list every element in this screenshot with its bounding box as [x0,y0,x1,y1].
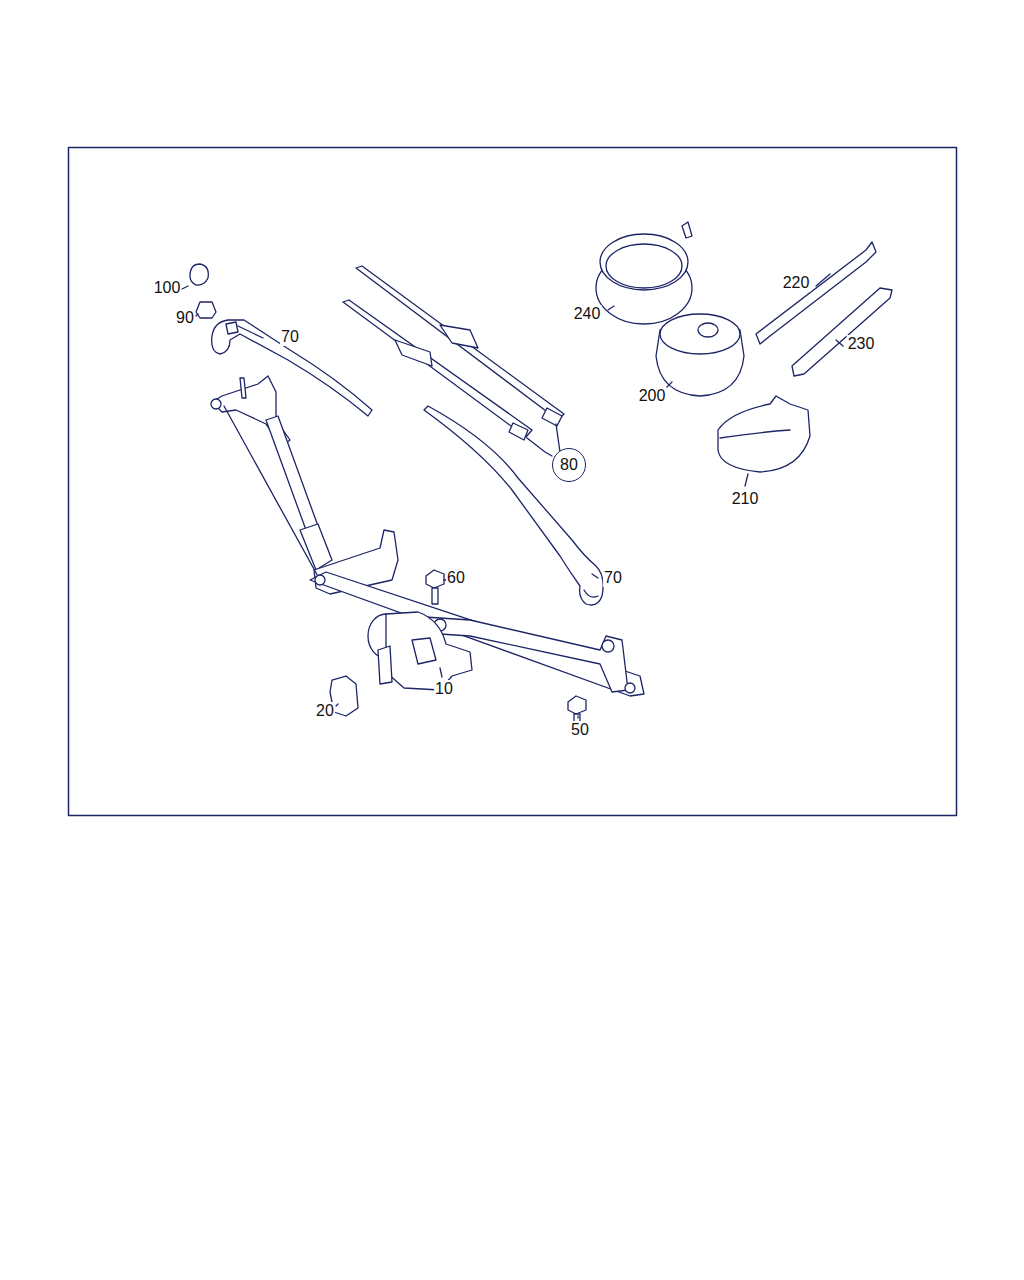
callout-number: 10 [434,680,454,698]
callout-number: 50 [570,721,590,739]
callout-number: 220 [782,274,811,292]
wiper-arm [424,406,603,605]
callout-number: 90 [175,309,195,327]
leader-line [180,274,843,718]
callout-circle: 80 [552,448,586,482]
callout-number: 230 [847,335,876,353]
callout-number: 60 [446,569,466,587]
bolt [426,570,444,604]
trim-strip [756,242,892,376]
callout-number: 240 [573,305,602,323]
sensor-ring [596,222,692,324]
cap [190,264,208,285]
sensor-cover [718,396,810,472]
sensor-housing [656,314,744,396]
callout-number: 70 [280,328,300,346]
callout-number: 210 [731,490,760,508]
bolt [568,696,586,722]
callout-number: 80 [560,456,578,474]
callout-number: 70 [603,569,623,587]
nut [196,302,216,318]
wiper-linkage [211,376,644,696]
callout-number: 100 [153,279,182,297]
callout-number: 20 [315,702,335,720]
wiper-motor [368,612,472,690]
callout-number: 200 [638,387,667,405]
frame [69,148,957,816]
